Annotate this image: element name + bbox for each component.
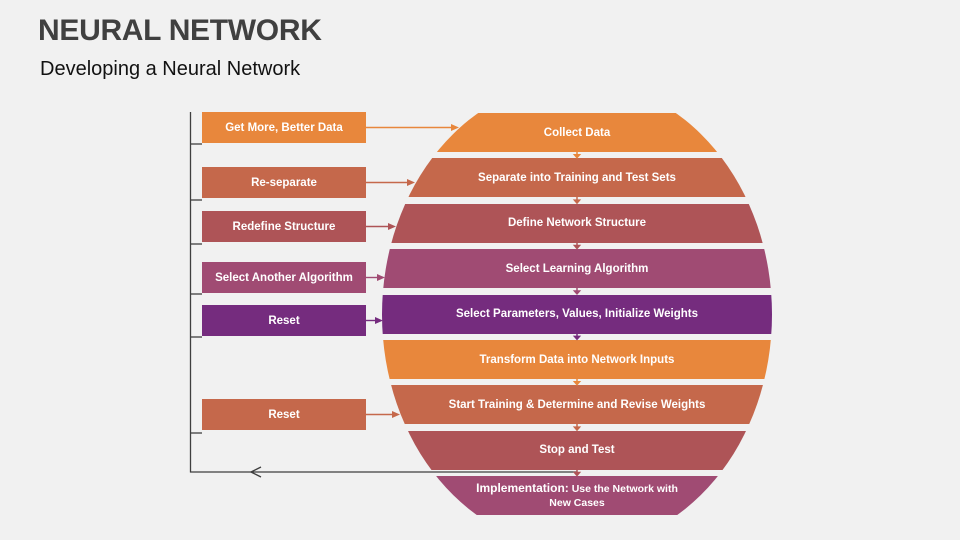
- step-select-learning-algorithm: Select Learning Algorithm: [382, 249, 772, 289]
- arrow-reset-to-select-parameters: [366, 317, 383, 324]
- feedback-box-select-another-algorithm: Select Another Algorithm: [202, 262, 366, 293]
- step-separate-training-test: Separate into Training and Test Sets: [382, 158, 772, 198]
- step-label: Select Learning Algorithm: [505, 262, 649, 275]
- feedback-box-get-more-better-data: Get More, Better Data: [202, 112, 366, 143]
- feedback-box-label: Select Another Algorithm: [215, 271, 353, 284]
- feedback-box-reset-training: Reset: [202, 399, 366, 430]
- arrow-re-separate-to-separate: [366, 179, 415, 186]
- step-label: Collect Data: [543, 126, 611, 139]
- arrow-redefine-to-define-structure: [366, 223, 396, 230]
- step-label: Separate into Training and Test Sets: [478, 171, 676, 184]
- feedback-box-redefine-structure: Redefine Structure: [202, 211, 366, 242]
- feedback-box-label: Reset: [268, 408, 300, 421]
- feedback-box-label: Get More, Better Data: [225, 121, 343, 134]
- arrow-reset-to-start-training: [366, 411, 400, 418]
- step-label: Select Parameters, Values, Initialize We…: [455, 308, 699, 321]
- step-implementation: Implementation: Use the Network with New…: [382, 476, 772, 516]
- arrow-get-more-to-collect-data: [366, 124, 459, 131]
- feedback-box-re-separate: Re-separate: [202, 167, 366, 198]
- step-label-rest: Use the Network with New Cases: [549, 482, 678, 509]
- feedback-box-reset-weights: Reset: [202, 305, 366, 336]
- step-label: Stop and Test: [539, 444, 615, 457]
- feedback-box-label: Re-separate: [251, 176, 317, 189]
- step-label: Implementation: Use the Network with New…: [472, 481, 682, 511]
- step-collect-data: Collect Data: [382, 113, 772, 152]
- feedback-left-arrowhead-icon: [249, 466, 262, 478]
- step-stop-and-test: Stop and Test: [382, 430, 772, 470]
- page-subtitle: Developing a Neural Network: [40, 58, 301, 80]
- step-define-network-structure: Define Network Structure: [382, 203, 772, 243]
- page-title: NEURAL NETWORK: [38, 14, 322, 47]
- arrow-select-another-to-learning-algorithm: [366, 274, 385, 281]
- feedback-box-label: Reset: [268, 314, 300, 327]
- step-select-parameters-weights: Select Parameters, Values, Initialize We…: [382, 294, 772, 334]
- step-transform-data-inputs: Transform Data into Network Inputs: [382, 340, 772, 379]
- step-label: Transform Data into Network Inputs: [479, 353, 675, 366]
- step-start-training-revise-weights: Start Training & Determine and Revise We…: [382, 385, 772, 425]
- step-label: Start Training & Determine and Revise We…: [448, 398, 706, 411]
- step-label: Define Network Structure: [507, 217, 647, 230]
- process-steps-ellipse: Collect Data Separate into Training and …: [382, 113, 772, 516]
- step-label-prefix: Implementation:: [476, 480, 569, 495]
- feedback-box-label: Redefine Structure: [232, 220, 336, 233]
